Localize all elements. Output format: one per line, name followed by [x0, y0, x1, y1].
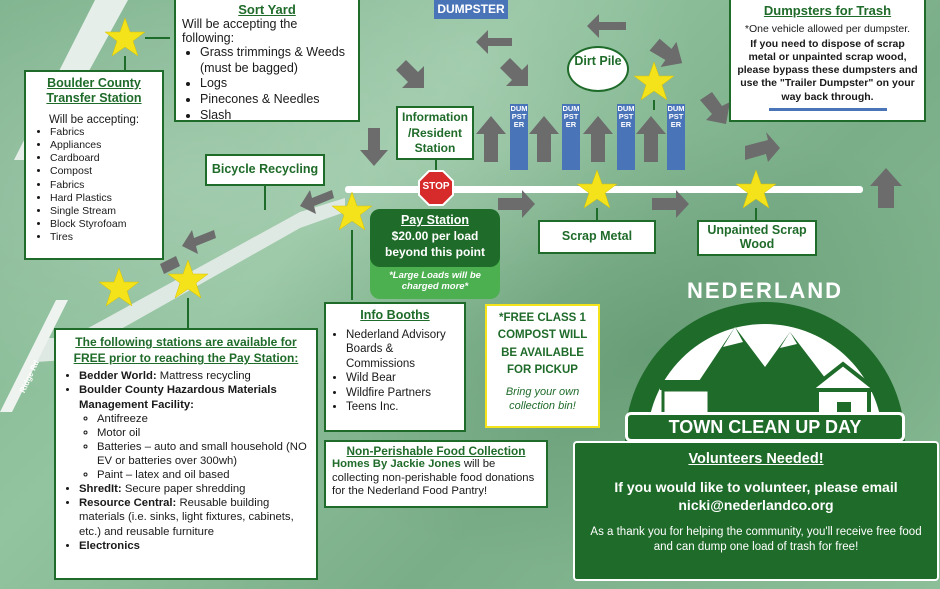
- list-item: Electronics: [79, 539, 308, 553]
- list-item: ShredIt: Secure paper shredding: [79, 482, 308, 496]
- star: [331, 191, 373, 231]
- volunteer-thanks: As a thank you for helping the community…: [590, 526, 922, 553]
- list-item: Wildfire Partners: [346, 386, 458, 400]
- sort-yard-box: Sort Yard Will be accepting the followin…: [174, 0, 360, 122]
- transfer-station-intro: Will be accepting:: [48, 114, 140, 126]
- bicycle-recycling-label: Bicycle Recycling: [211, 162, 319, 176]
- pay-station-main: Pay Station $20.00 per load beyond this …: [370, 209, 500, 267]
- logo-graphic: [625, 302, 905, 442]
- hazard-list: Antifreeze Motor oil Batteries – auto an…: [79, 412, 308, 483]
- bicycle-recycling: Bicycle Recycling: [205, 154, 325, 186]
- transfer-station-title: Boulder County Transfer Station: [46, 76, 142, 105]
- dumpster-vertical: DUMPSTER: [510, 104, 528, 170]
- volunteer-email[interactable]: nicki@nederlandco.org: [678, 497, 834, 513]
- compost-note: Bring your own collection bin!: [505, 386, 580, 413]
- list-item: Antifreeze: [97, 412, 308, 426]
- list-item: Logs: [200, 76, 352, 92]
- transfer-station-list: Fabrics Appliances Cardboard Compost Fab…: [32, 126, 156, 244]
- dirt-pile-label: Dirt Pile: [574, 54, 622, 68]
- sort-yard-list: Grass trimmings & Weeds (must be bagged)…: [182, 45, 352, 123]
- dirt-pile: Dirt Pile: [567, 46, 629, 92]
- stop-sign-icon: [418, 170, 454, 206]
- dumpster-vertical: DUMPSTER: [562, 104, 580, 170]
- unpainted-scrap-wood-label: Unpainted Scrap Wood: [707, 223, 807, 251]
- compost-title: *FREE CLASS 1 COMPOST WILL BE AVAILABLE …: [497, 312, 588, 376]
- dumpster-vertical: DUMPSTER: [667, 104, 685, 170]
- info-booths-box: Info Booths Nederland Advisory Boards & …: [324, 302, 466, 432]
- star: [167, 259, 209, 299]
- stop-sign: STOP: [418, 170, 454, 206]
- information-station-label: Information /Resident Station: [402, 110, 468, 156]
- dumpster-top-label: DUMPSTER: [434, 0, 508, 19]
- list-item: Fabrics: [50, 179, 156, 192]
- list-item: Teens Inc.: [346, 400, 458, 414]
- info-booths-list: Nederland Advisory Boards & Commissions …: [332, 328, 458, 414]
- list-item: Nederland Advisory Boards & Commissions: [346, 328, 458, 371]
- volunteer-box: Volunteers Needed! If you would like to …: [573, 441, 939, 581]
- star: [576, 169, 618, 209]
- list-item: Fabrics: [50, 126, 156, 139]
- volunteer-line1: If you would like to volunteer, please e…: [614, 479, 898, 495]
- nederland-logo: NEDERLAND TOWN CLEAN UP DAY: [615, 262, 915, 442]
- logo-bottom-text: TOWN CLEAN UP DAY: [668, 417, 862, 437]
- connectors: [124, 37, 757, 330]
- list-item: Tires: [50, 231, 156, 244]
- dumpster-vertical: DUMPSTER: [617, 104, 635, 170]
- list-item: Boulder County Hazardous Materials Manag…: [79, 383, 308, 482]
- logo-top-text: NEDERLAND: [686, 278, 844, 303]
- list-item: Slash: [200, 108, 352, 124]
- sort-yard-intro: Will be accepting the following:: [182, 17, 298, 45]
- star: [735, 169, 777, 209]
- free-stations-list: Bedder World: Mattress recycling Boulder…: [64, 369, 308, 552]
- list-item: Hard Plastics: [50, 192, 156, 205]
- dumpsters-for-trash-note: *One vehicle allowed per dumpster.: [744, 23, 911, 35]
- compost-box: *FREE CLASS 1 COMPOST WILL BE AVAILABLE …: [485, 304, 600, 428]
- dumpsters-for-trash-title: Dumpsters for Trash: [763, 3, 892, 18]
- sort-yard-title: Sort Yard: [238, 2, 296, 17]
- transfer-station-box: Boulder County Transfer Station Will be …: [24, 70, 164, 260]
- star: [104, 17, 146, 57]
- dumpsters-for-trash-box: Dumpsters for Trash *One vehicle allowed…: [729, 0, 926, 122]
- list-item: Pinecones & Needles: [200, 92, 352, 108]
- pay-station-title: Pay Station: [400, 213, 470, 227]
- list-item: Resource Central: Reusable building mate…: [79, 496, 308, 538]
- list-item: Appliances: [50, 139, 156, 152]
- list-item: Compost: [50, 165, 156, 178]
- food-box: Non-Perishable Food Collection Homes By …: [324, 440, 548, 508]
- unpainted-scrap-wood: Unpainted Scrap Wood: [697, 220, 817, 256]
- volunteer-title: Volunteers Needed!: [688, 451, 824, 467]
- free-stations-title: The following stations are available for…: [73, 335, 299, 366]
- divider: [768, 107, 887, 111]
- dumpsters-for-trash-info: If you need to dispose of scrap metal or…: [737, 38, 918, 103]
- list-item: Batteries – auto and small household (NO…: [97, 440, 308, 468]
- list-item: Bedder World: Mattress recycling: [79, 369, 308, 383]
- list-item: Cardboard: [50, 152, 156, 165]
- scrap-metal-label: Scrap Metal: [561, 229, 633, 243]
- info-booths-title: Info Booths: [360, 308, 430, 322]
- star: [633, 61, 675, 101]
- list-item: Single Stream: [50, 205, 156, 218]
- stop-label: STOP: [422, 181, 450, 192]
- list-item: Block Styrofoam: [50, 218, 156, 231]
- traffic-arrows: [160, 14, 902, 274]
- list-item: Wild Bear: [346, 371, 458, 385]
- free-stations-box: The following stations are available for…: [54, 328, 318, 580]
- list-item: Paint – latex and oil based: [97, 468, 308, 482]
- information-station: Information /Resident Station: [396, 106, 474, 160]
- pay-station-price: $20.00 per load beyond this point: [385, 229, 485, 260]
- pay-station: Pay Station $20.00 per load beyond this …: [370, 209, 500, 299]
- food-text: Homes By Jackie Jones will be collecting…: [332, 458, 535, 498]
- stars: [98, 17, 777, 307]
- logo-banner: [625, 412, 905, 442]
- food-title: Non-Perishable Food Collection: [346, 444, 526, 458]
- pay-station-note: *Large Loads will be charged more*: [389, 270, 481, 293]
- scrap-metal: Scrap Metal: [538, 220, 656, 254]
- star: [98, 267, 140, 307]
- road-ridge: [0, 300, 68, 412]
- list-item: Grass trimmings & Weeds (must be bagged): [200, 45, 352, 76]
- list-item: Motor oil: [97, 426, 308, 440]
